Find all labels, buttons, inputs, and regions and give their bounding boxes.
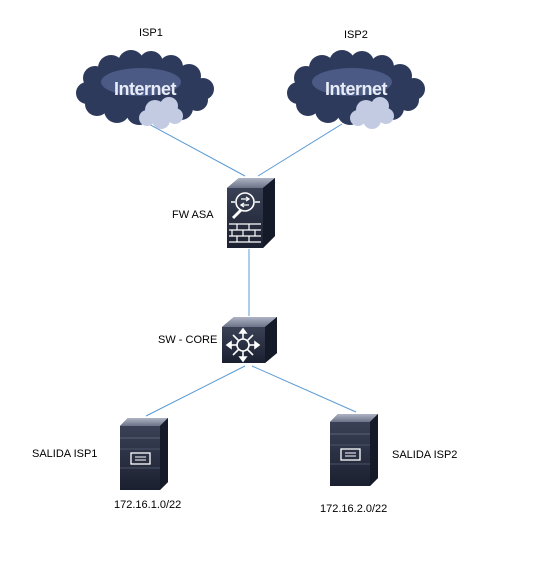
connection-links	[144, 121, 357, 417]
multilayer-switch-icon	[222, 317, 277, 363]
link-isp1-firewall	[144, 121, 246, 177]
isp1-cloud-text: Internet	[114, 79, 177, 99]
link-isp2-firewall	[257, 123, 343, 177]
exit-isp1-label: SALIDA ISP1	[32, 448, 98, 460]
isp1-label: ISP1	[139, 27, 163, 39]
firewall-label: FW ASA	[172, 209, 214, 221]
core-switch-label: SW - CORE	[158, 334, 218, 346]
exit-isp2-network: 172.16.2.0/22	[320, 503, 388, 515]
exit-isp2-label: SALIDA ISP2	[392, 449, 458, 461]
isp2-internet-cloud-icon: Internet	[287, 50, 425, 129]
asa-firewall-icon	[227, 178, 275, 248]
exit-isp2-server-icon	[330, 414, 378, 486]
isp2-label: ISP2	[344, 29, 368, 41]
exit-isp1-network: 172.16.1.0/22	[114, 499, 182, 511]
link-core-exit2	[251, 365, 357, 413]
isp1-internet-cloud-icon: Internet	[76, 50, 214, 129]
exit-isp1-server-icon	[120, 418, 168, 490]
link-core-exit1	[145, 365, 246, 417]
isp2-cloud-text: Internet	[325, 79, 388, 99]
